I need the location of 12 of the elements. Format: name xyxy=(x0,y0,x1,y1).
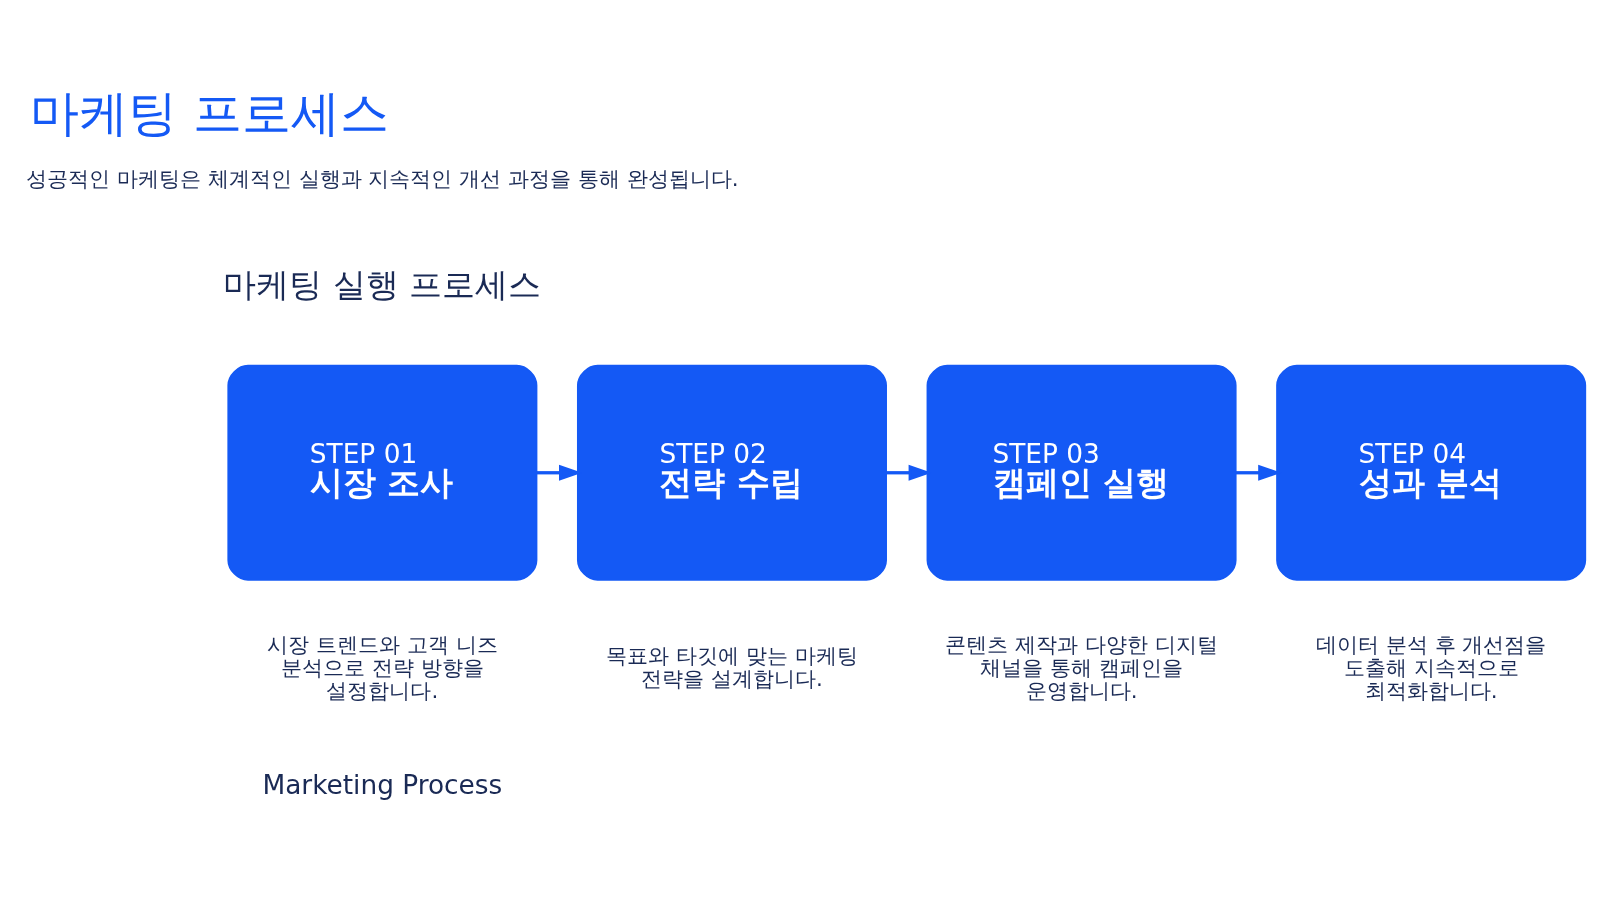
diagram-title: 마케팅 프로세스 xyxy=(29,83,389,142)
label: Marketing Process xyxy=(262,769,503,800)
node-box: STEP 02 전략 수립 xyxy=(576,364,887,581)
label: 마케팅 실행 프로세스 xyxy=(223,264,542,304)
node-label: 목표와 타깃에 맞는 마케팅 전략을 설계합니다. xyxy=(606,642,858,691)
node-label: 콘텐츠 제작과 다양한 디지털 채널을 통해 캠페인을 운영합니다. xyxy=(945,631,1218,703)
node-box: STEP 01 시장 조사 xyxy=(227,364,538,581)
label: 성공적인 마케팅은 체계적인 실행과 지속적인 개선 과정을 통해 완성됩니다. xyxy=(26,165,739,191)
node-box: STEP 04 성과 분석 xyxy=(1276,364,1587,581)
node-box: STEP 03 캠페인 실행 xyxy=(926,364,1237,581)
node-label: 데이터 분석 후 개선점을 도출해 지속적으로 최적화합니다. xyxy=(1315,631,1547,703)
node-label: 시장 트렌드와 고객 니즈 분석으로 전략 방향을 설정합니다. xyxy=(267,631,498,703)
